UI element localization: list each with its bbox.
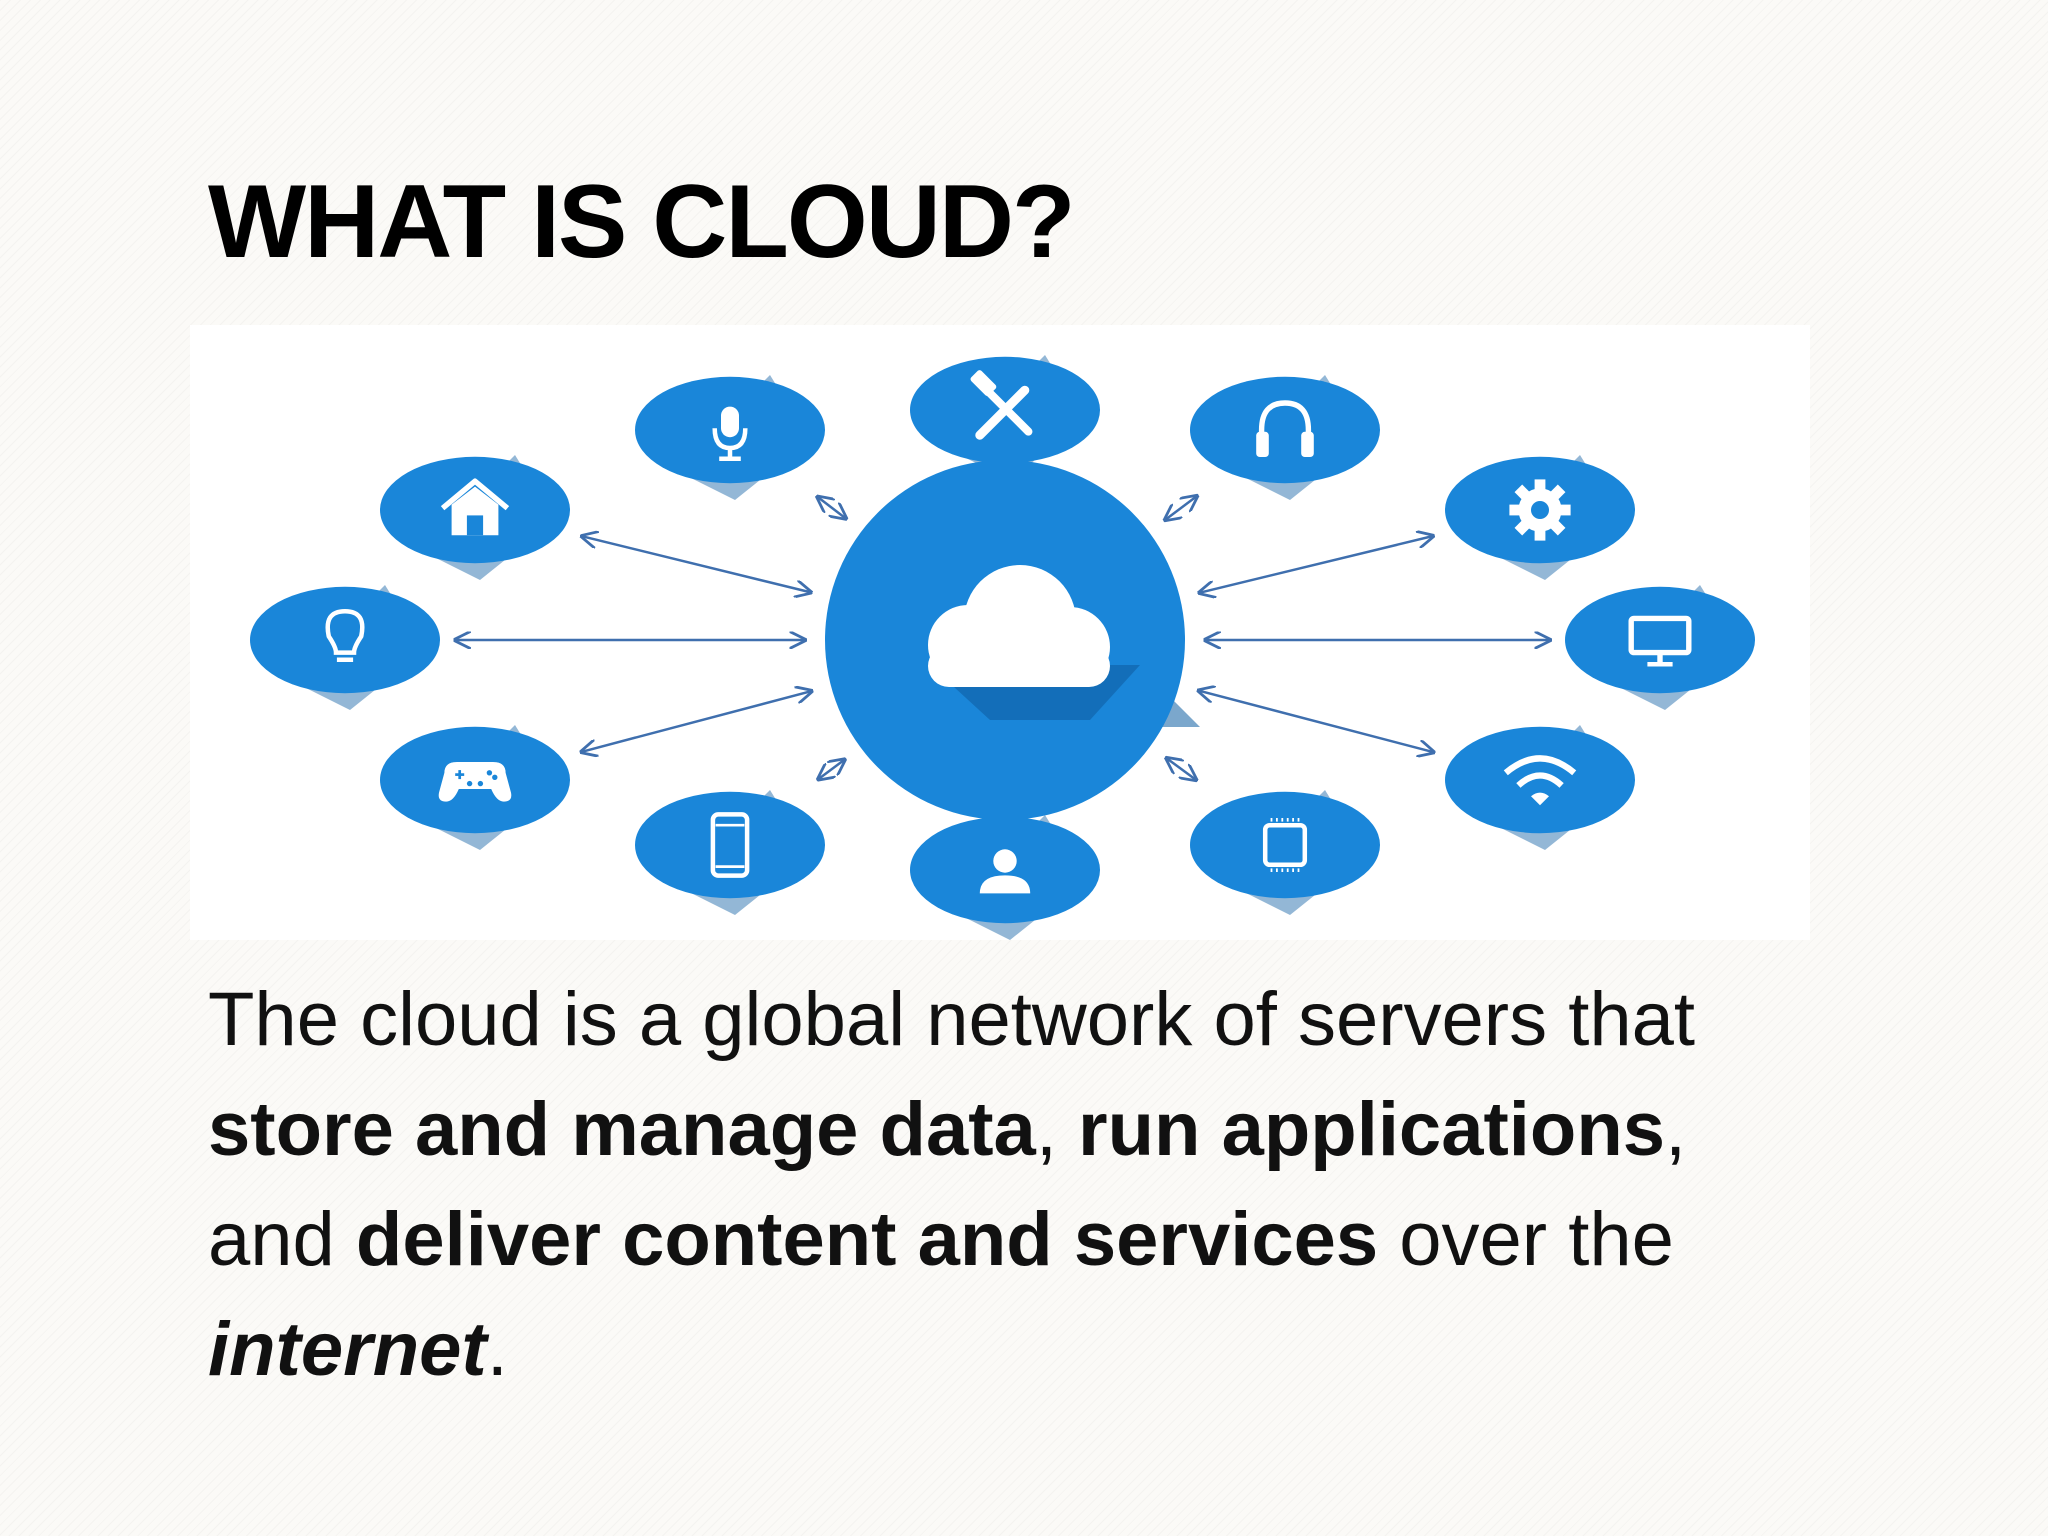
home-icon	[440, 478, 510, 536]
body-text-segment: .	[486, 1307, 508, 1392]
connection-arrow	[1199, 691, 1434, 753]
body-text-segment: ,	[1035, 1087, 1079, 1172]
cloud-icon	[928, 565, 1110, 687]
body-text-segment: , and	[208, 1087, 1687, 1282]
lightbulb-icon	[325, 608, 365, 663]
body-text-segment: over the	[1378, 1197, 1674, 1282]
tools-icon	[970, 370, 1033, 440]
device-node	[380, 725, 570, 850]
center-cloud-node	[825, 460, 1200, 820]
slide-title: WHAT IS CLOUD?	[208, 164, 1075, 280]
body-text-segment: internet	[208, 1307, 487, 1392]
device-node	[250, 585, 440, 710]
device-node	[910, 355, 1100, 480]
connection-arrow	[1199, 536, 1433, 593]
cloud-network-diagram	[190, 325, 1810, 940]
connection-arrow	[582, 536, 811, 592]
device-node	[1565, 585, 1755, 710]
device-node	[380, 455, 570, 580]
body-text-segment: The cloud is a global network of servers…	[208, 977, 1695, 1062]
device-node	[1190, 375, 1380, 500]
connection-arrow	[1166, 758, 1196, 780]
gear-icon	[1509, 479, 1571, 541]
gamepad-icon	[438, 762, 512, 802]
connection-arrow	[818, 760, 845, 780]
body-text-segment: run applications	[1078, 1087, 1666, 1172]
device-nodes	[250, 355, 1755, 940]
device-node	[1445, 455, 1635, 580]
connection-arrows	[455, 440, 1550, 840]
body-text-segment: deliver content and services	[355, 1197, 1379, 1282]
connection-arrow	[1165, 496, 1197, 520]
headphones-icon	[1256, 400, 1314, 457]
slide-body-text: The cloud is a global network of servers…	[208, 965, 1748, 1405]
device-node	[635, 790, 825, 915]
microphone-icon	[712, 406, 748, 462]
chip-icon	[1262, 817, 1308, 873]
body-text-segment: store and manage data	[208, 1087, 1036, 1172]
monitor-icon	[1628, 615, 1692, 667]
smartphone-icon	[710, 812, 750, 878]
device-node	[910, 815, 1100, 940]
connection-arrow	[817, 497, 846, 519]
user-icon	[979, 849, 1031, 894]
device-node	[1445, 725, 1635, 850]
connection-arrow	[581, 691, 811, 752]
wifi-icon	[1503, 755, 1577, 806]
device-node	[1190, 790, 1380, 915]
device-node	[635, 375, 825, 500]
